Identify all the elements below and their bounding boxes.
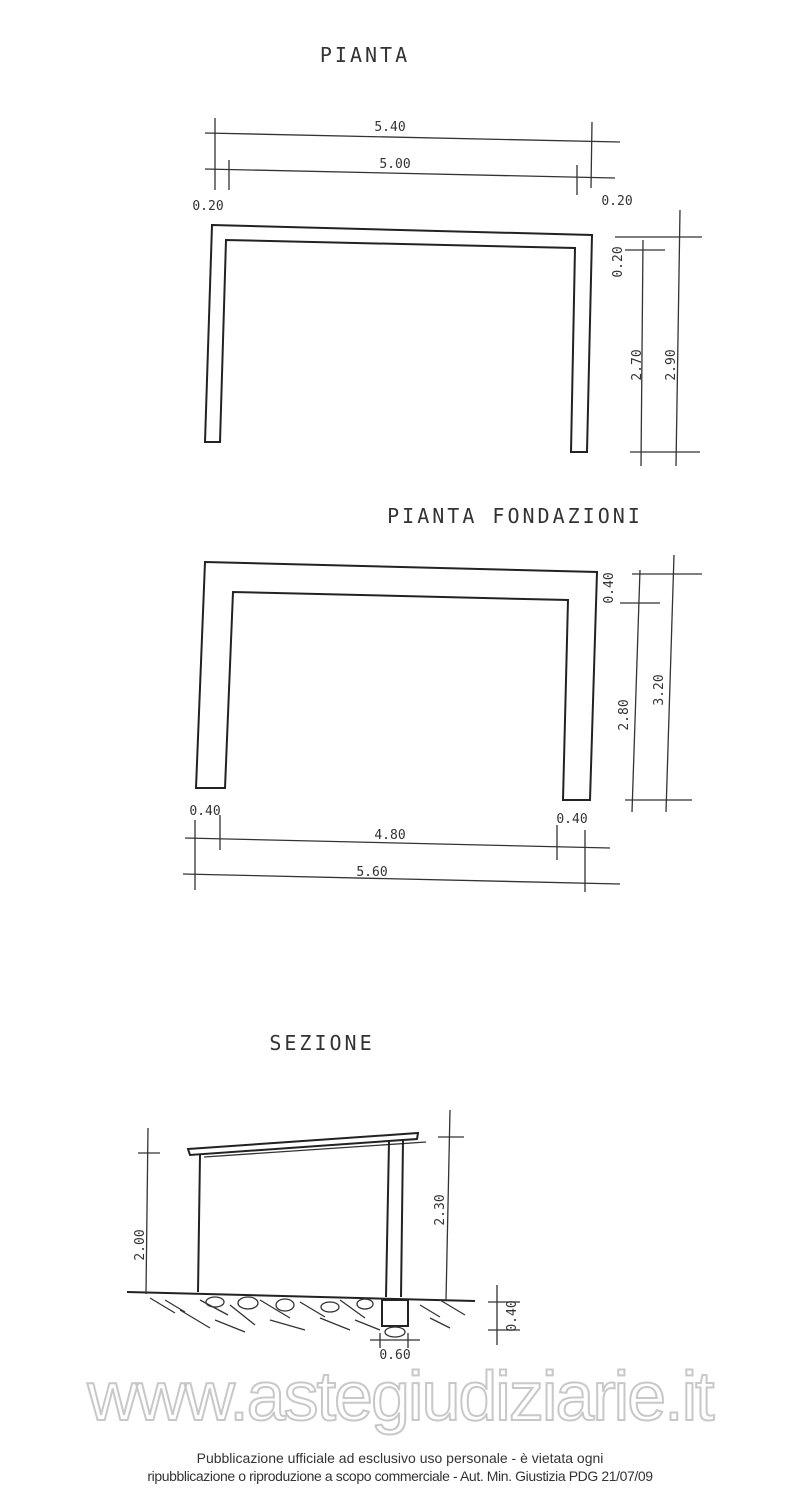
dim-overall-width: 5.60: [356, 865, 387, 880]
dim-overall-width: 5.40: [374, 120, 405, 135]
dim-left-height: 2.00: [133, 1229, 148, 1260]
footer-line-2: ripubblicazione o riproduzione a scopo c…: [147, 1468, 653, 1484]
dim-inner-width: 4.80: [374, 828, 405, 843]
fondazioni-plan: PIANTA FONDAZIONI 0.40 2.80 3.20 0.40 0.…: [182, 504, 702, 892]
watermark: www.astegiudiziarie.it: [86, 1357, 714, 1435]
roof: [186, 1131, 420, 1157]
dim-left-wall: 0.40: [189, 804, 220, 819]
fondazioni-title: PIANTA FONDAZIONI: [387, 504, 643, 528]
pianta-plan: PIANTA 5.40 5.00 0.20 0.20 2.70 2.90 0.2…: [192, 43, 702, 467]
dim-inner-width: 5.00: [379, 157, 410, 172]
dim-inner-depth: 2.70: [630, 349, 645, 380]
sezione-title: SEZIONE: [269, 1031, 374, 1055]
dim-footing-depth: 0.40: [505, 1300, 520, 1331]
dim-right-wall: 0.40: [556, 812, 587, 827]
dim-footing-width: 0.60: [379, 1348, 410, 1363]
pianta-wall-outline: [203, 223, 594, 453]
footing: [381, 1299, 409, 1327]
pianta-title: PIANTA: [320, 43, 410, 67]
dim-right-wall: 0.20: [601, 194, 632, 209]
dim-right-height: 2.30: [433, 1194, 448, 1225]
dim-top-wall: 0.20: [611, 246, 626, 277]
dim-overall-depth: 2.90: [664, 349, 679, 380]
dim-top-wall: 0.40: [602, 572, 617, 603]
footer-line-1: Pubblicazione ufficiale ad esclusivo uso…: [196, 1450, 604, 1466]
fondazioni-outline: [194, 560, 599, 801]
dim-left-wall: 0.20: [192, 199, 223, 214]
dim-overall-depth: 3.20: [652, 674, 667, 705]
dim-inner-depth: 2.80: [617, 699, 632, 730]
sezione-section: SEZIONE 2.00 2.30 0.40 0.60: [126, 1031, 520, 1363]
ground-hatching: [149, 1296, 466, 1338]
